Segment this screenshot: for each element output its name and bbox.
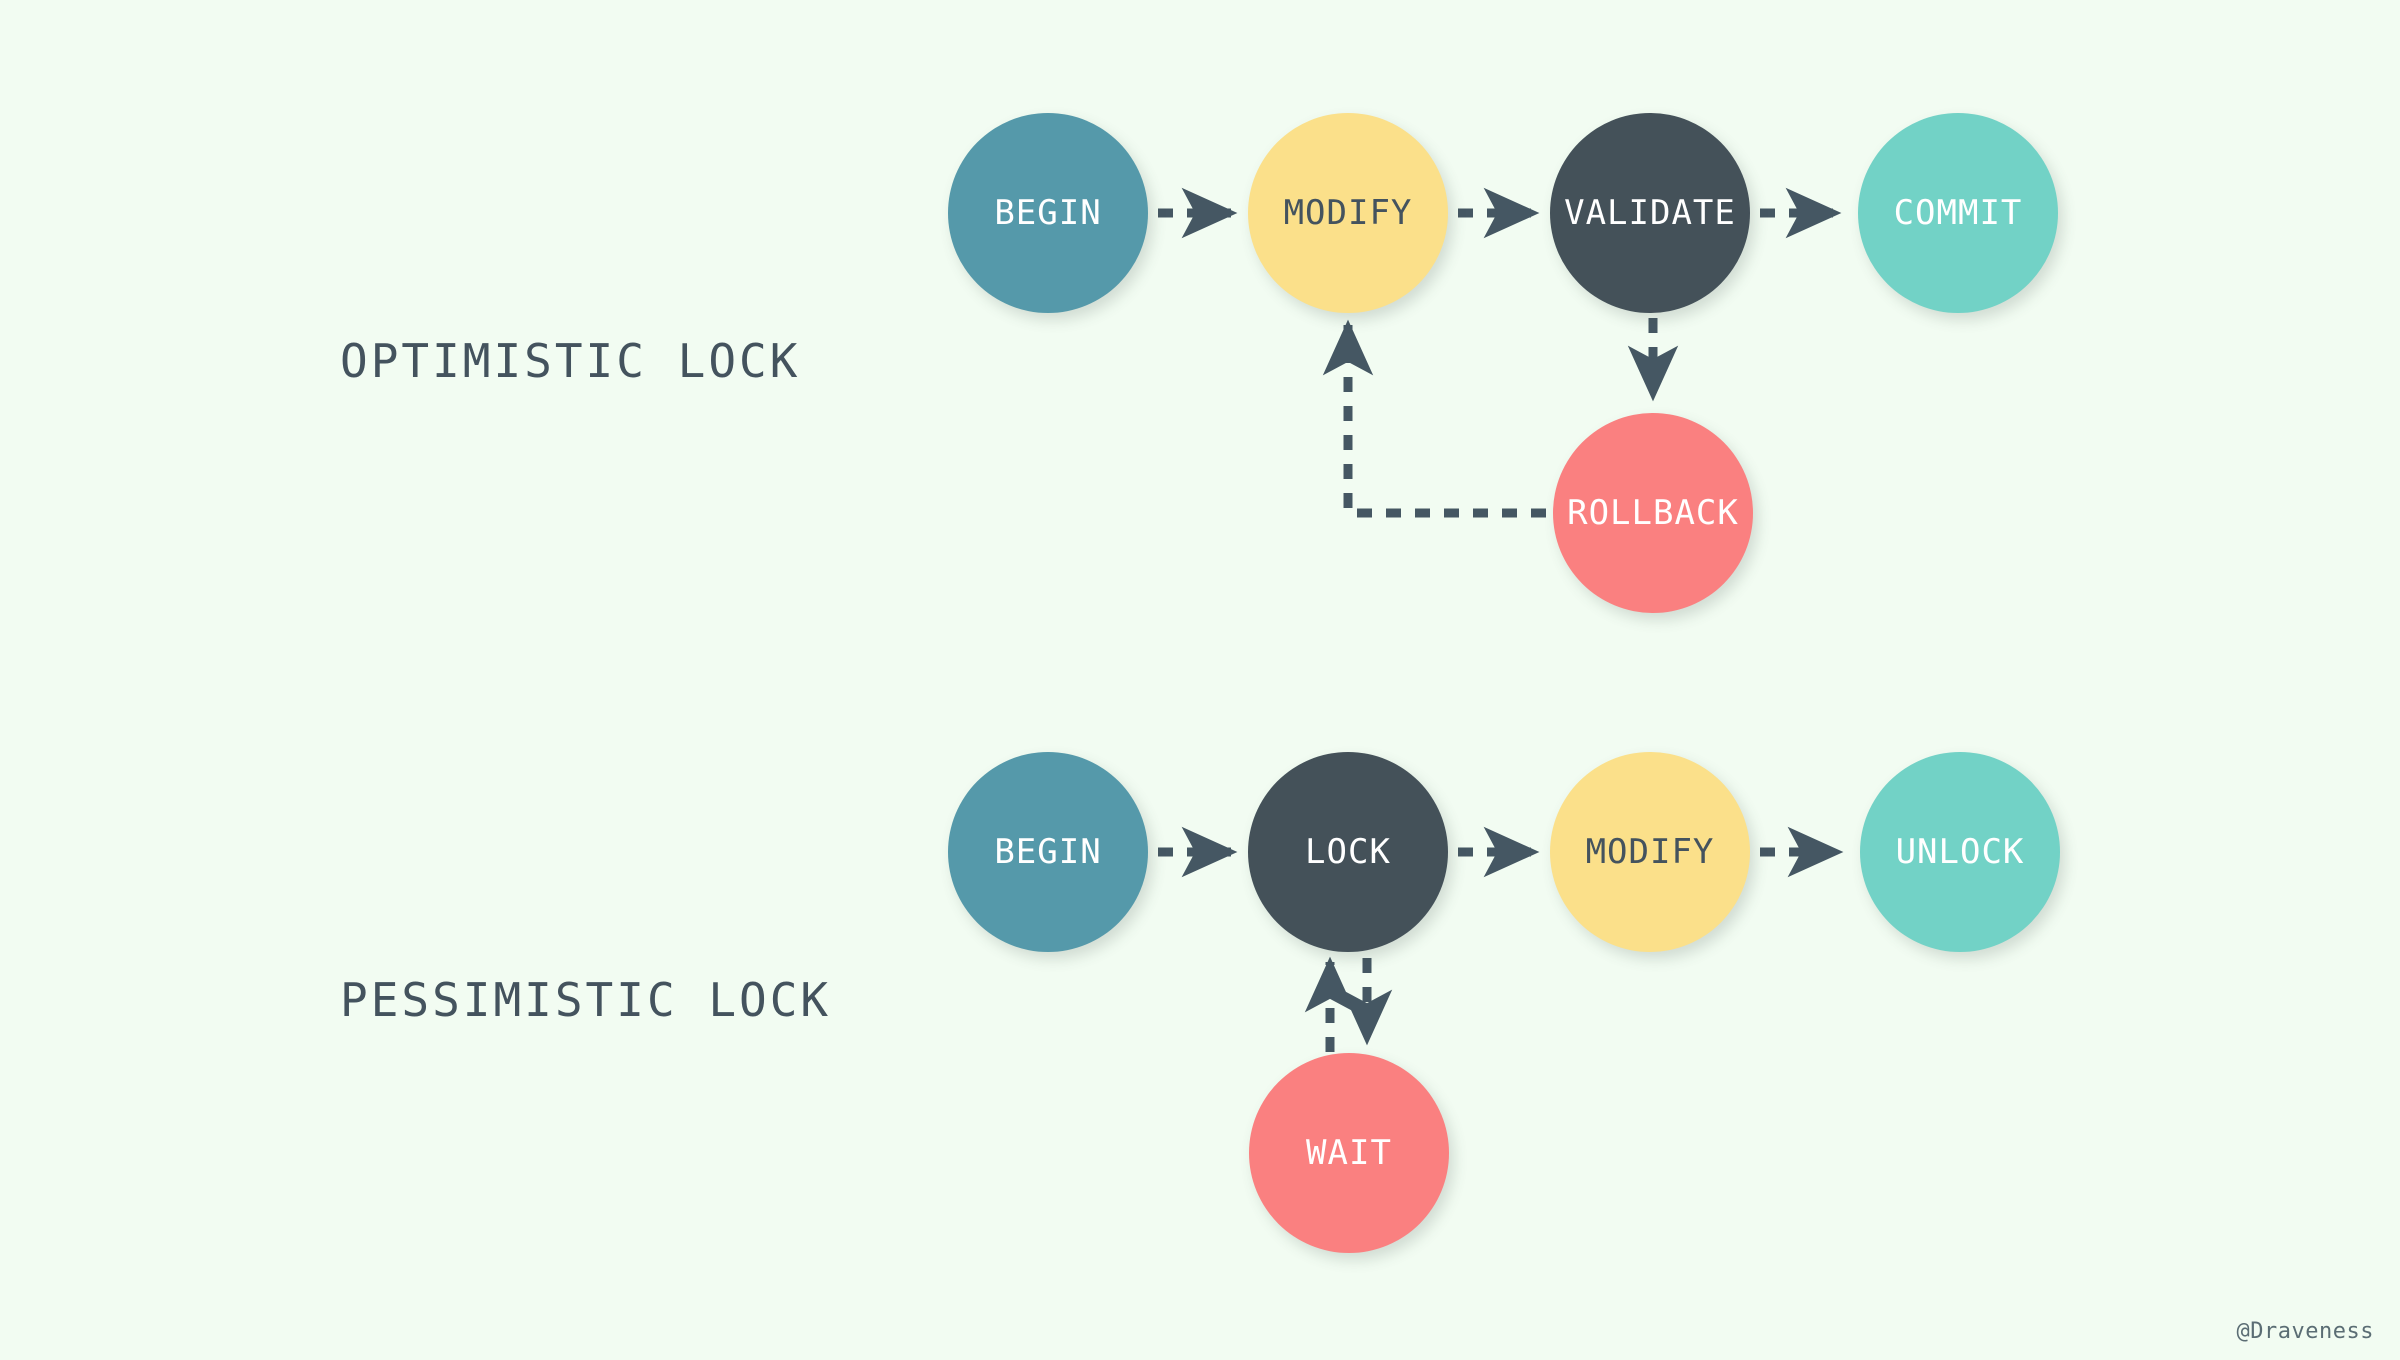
node-opt-validate[interactable]: VALIDATE <box>1550 113 1750 313</box>
section-title-optimistic: OPTIMISTIC LOCK <box>340 334 801 388</box>
section-title-pessimistic: PESSIMISTIC LOCK <box>340 973 832 1027</box>
node-label: VALIDATE <box>1564 193 1736 233</box>
node-label: BEGIN <box>994 832 1102 872</box>
node-pes-lock[interactable]: LOCK <box>1248 752 1448 952</box>
node-label: LOCK <box>1305 832 1391 872</box>
node-label: ROLLBACK <box>1567 493 1739 533</box>
node-opt-begin[interactable]: BEGIN <box>948 113 1148 313</box>
node-label: COMMIT <box>1893 193 2023 233</box>
node-opt-modify[interactable]: MODIFY <box>1248 113 1448 313</box>
node-pes-modify[interactable]: MODIFY <box>1550 752 1750 952</box>
edge-opt-rollback-to-opt-modify <box>1322 319 1546 518</box>
node-label: WAIT <box>1306 1133 1392 1173</box>
node-label: MODIFY <box>1283 193 1413 233</box>
node-opt-commit[interactable]: COMMIT <box>1858 113 2058 313</box>
node-pes-wait[interactable]: WAIT <box>1249 1053 1449 1253</box>
node-label: BEGIN <box>994 193 1102 233</box>
node-label: UNLOCK <box>1895 832 2025 872</box>
node-opt-rollback[interactable]: ROLLBACK <box>1553 413 1753 613</box>
node-pes-unlock[interactable]: UNLOCK <box>1860 752 2060 952</box>
watermark: @Draveness <box>2236 1319 2374 1344</box>
node-label: MODIFY <box>1585 832 1715 872</box>
node-pes-begin[interactable]: BEGIN <box>948 752 1148 952</box>
